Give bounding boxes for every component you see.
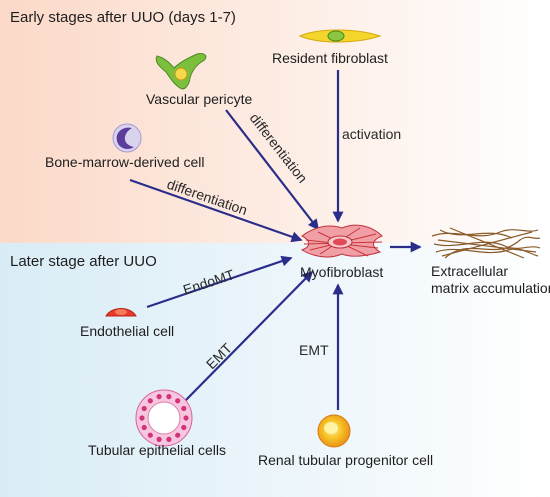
label-activation: activation xyxy=(342,126,401,142)
fibroblast-icon xyxy=(298,29,382,43)
arrow-tubular-to-myofibroblast xyxy=(183,270,314,403)
epithelial-nucleus xyxy=(147,432,153,438)
epithelial-nucleus xyxy=(139,415,145,421)
epithelial-nucleus xyxy=(181,405,187,412)
bone-marrow-cell-label: Bone-marrow-derived cell xyxy=(45,154,205,170)
ecm-label-line-1: Extracellular xyxy=(431,263,508,279)
progenitor-cell-icon xyxy=(317,414,351,448)
vascular-pericyte-label: Vascular pericyte xyxy=(146,91,253,107)
early-stage-region xyxy=(0,0,550,243)
epithelial-nucleus xyxy=(181,424,187,431)
epithelial-nucleus xyxy=(175,398,181,404)
myofibroblast-label: Myofibroblast xyxy=(300,264,383,280)
arrows xyxy=(129,70,422,410)
epithelial-nucleus xyxy=(147,398,153,404)
renal-progenitor-label: Renal tubular progenitor cell xyxy=(258,452,433,468)
pericyte-icon xyxy=(155,53,207,90)
endothelial-cell-icon xyxy=(105,308,137,317)
tubule-lumen xyxy=(147,401,181,435)
ecm-label-line-2: matrix accumulation xyxy=(431,280,550,296)
tubule-icon xyxy=(135,389,193,447)
bone-marrow-cell-icon xyxy=(112,123,142,153)
myofibroblast-icon xyxy=(300,224,383,258)
resident-fibroblast-label: Resident fibroblast xyxy=(272,50,388,66)
later-stage-region xyxy=(0,243,550,497)
epithelial-nucleus xyxy=(166,436,172,442)
epithelial-nucleus xyxy=(166,394,172,400)
later-stage-heading: Later stage after UUO xyxy=(10,253,157,270)
arrow-pericyte-to-myofibroblast xyxy=(225,109,320,231)
ecm-fibers-icon xyxy=(431,227,541,259)
tubular-epithelial-label: Tubular epithelial cells xyxy=(88,442,226,458)
ecm-label: Extracellular matrix accumulation xyxy=(431,263,550,296)
epithelial-nucleus xyxy=(183,415,189,421)
epithelial-nucleus xyxy=(141,405,147,412)
endothelial-cell-label: Endothelial cell xyxy=(80,323,174,339)
epithelial-nucleus xyxy=(156,436,162,442)
epithelial-nucleus xyxy=(141,424,147,431)
arrow-endothelial-to-myofibroblast xyxy=(146,255,293,309)
early-stage-heading: Early stages after UUO (days 1-7) xyxy=(10,9,236,26)
label-emt-progenitor: EMT xyxy=(299,342,329,358)
epithelial-nucleus xyxy=(156,394,162,400)
epithelial-nucleus xyxy=(175,432,181,438)
arrow-bone-marrow-to-myofibroblast xyxy=(129,178,303,243)
